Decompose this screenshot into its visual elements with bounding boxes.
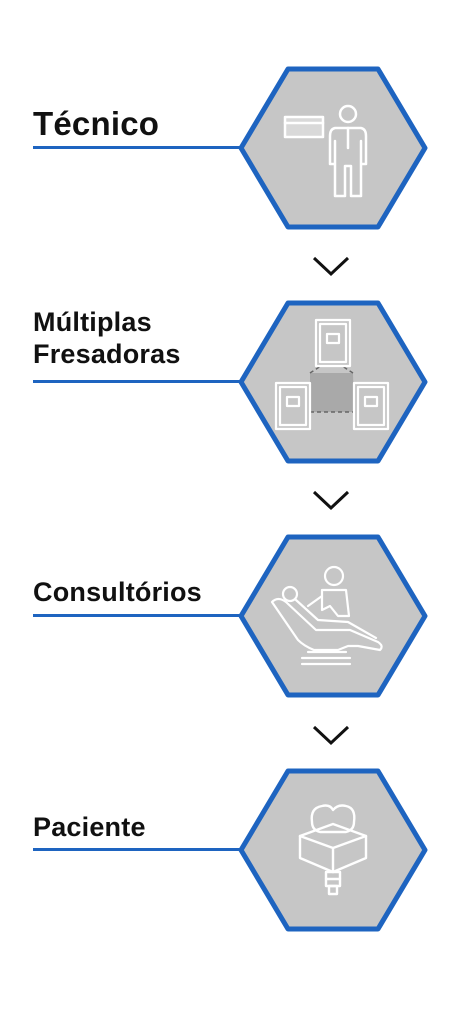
hexagon bbox=[238, 534, 428, 698]
dental-crown-icon bbox=[298, 804, 368, 896]
connector-line bbox=[33, 848, 243, 851]
hexagon bbox=[238, 768, 428, 932]
technician-icon bbox=[283, 104, 368, 198]
dental-chair-icon bbox=[270, 565, 383, 666]
hexagon bbox=[238, 66, 428, 230]
label-line: Técnico bbox=[33, 105, 160, 142]
milling-machines-icon bbox=[274, 318, 390, 431]
step-label: Técnico bbox=[33, 104, 159, 144]
step-tecnico: Técnico bbox=[0, 66, 468, 236]
step-consultorios: Consultórios bbox=[0, 534, 468, 704]
step-label: Múltiplas Fresadoras bbox=[33, 306, 181, 371]
chevron-down-icon bbox=[312, 256, 350, 277]
chevron-down-icon bbox=[312, 490, 350, 511]
connector-line bbox=[33, 614, 243, 617]
label-line: Fresadoras bbox=[33, 339, 181, 370]
label-line: Múltiplas bbox=[33, 307, 152, 337]
hexagon bbox=[238, 300, 428, 464]
label-line: Paciente bbox=[33, 812, 146, 842]
step-label: Consultórios bbox=[33, 576, 202, 608]
chevron-down-icon bbox=[312, 725, 350, 746]
step-paciente: Paciente bbox=[0, 768, 468, 938]
connector-line bbox=[33, 380, 243, 383]
step-fresadoras: Múltiplas Fresadoras bbox=[0, 300, 468, 470]
step-label: Paciente bbox=[33, 811, 146, 843]
connector-line bbox=[33, 146, 243, 149]
label-line: Consultórios bbox=[33, 577, 202, 607]
